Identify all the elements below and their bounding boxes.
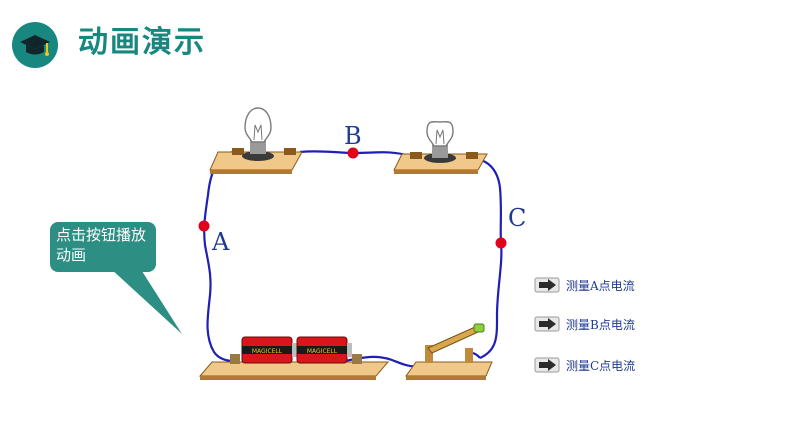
graduation-cap-icon bbox=[12, 22, 58, 68]
arrow-right-icon bbox=[534, 316, 560, 332]
callout-tail bbox=[110, 268, 182, 334]
point-c-label: C bbox=[508, 204, 527, 232]
battery-board bbox=[198, 354, 390, 380]
bulb-holder-right bbox=[393, 144, 488, 174]
point-a-marker bbox=[198, 220, 210, 232]
measure-b-button[interactable]: 测量B点电流 bbox=[534, 313, 635, 335]
measure-c-label: 测量C点电流 bbox=[566, 358, 636, 373]
switch-board bbox=[405, 345, 493, 380]
point-b-marker bbox=[347, 147, 359, 159]
knife-switch-icon bbox=[427, 323, 485, 354]
point-a-label: A bbox=[212, 228, 230, 256]
measure-a-button[interactable]: 测量A点电流 bbox=[534, 274, 635, 296]
battery-brand-right: MAGICELL bbox=[307, 348, 338, 355]
battery-icon: MAGICELL MAGICELL bbox=[241, 336, 352, 364]
point-b-label: B bbox=[344, 122, 362, 150]
battery-brand-left: MAGICELL bbox=[252, 348, 283, 355]
measure-a-label: 测量A点电流 bbox=[566, 278, 635, 293]
arrow-right-icon bbox=[534, 277, 560, 293]
arrow-right-icon bbox=[534, 357, 560, 373]
bulb-holder-left bbox=[209, 140, 303, 174]
measure-b-label: 测量B点电流 bbox=[566, 317, 635, 332]
circuit-wire bbox=[203, 150, 503, 368]
light-bulb-icon bbox=[244, 107, 272, 143]
light-bulb-icon bbox=[426, 121, 454, 147]
measure-c-button[interactable]: 测量C点电流 bbox=[534, 354, 635, 376]
point-c-marker bbox=[495, 237, 507, 249]
page-title: 动画演示 bbox=[78, 25, 206, 60]
play-hint-callout: 点击按钮播放动画 bbox=[50, 222, 156, 272]
